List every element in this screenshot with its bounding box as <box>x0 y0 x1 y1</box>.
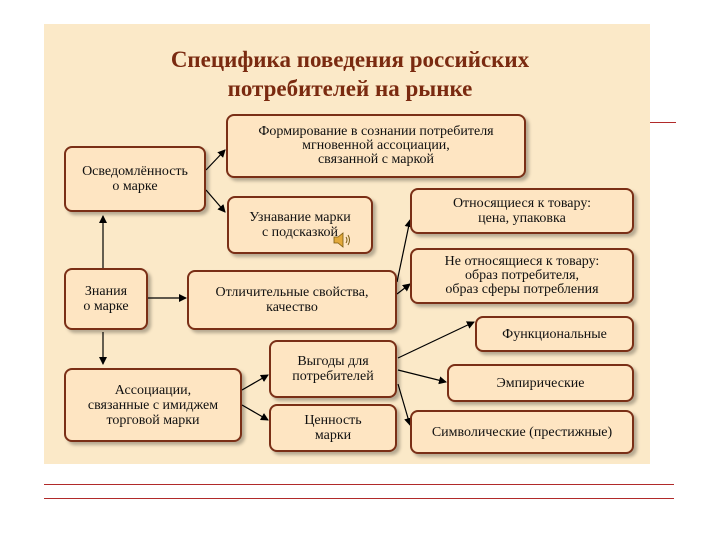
box-benefits: Выгоды для потребителей <box>269 340 397 398</box>
divider-short <box>650 122 676 123</box>
arrow-benefits-symbolic <box>397 383 412 426</box>
arrow-distinctive-nonproduct <box>396 283 411 295</box>
box-recognition: Узнавание марки с подсказкой <box>227 196 373 254</box>
slide-title: Специфика поведения российских потребите… <box>170 47 530 101</box>
box-non-product: Не относящиеся к товару: образ потребите… <box>410 248 634 304</box>
box-awareness: Осведомлённость о марке <box>64 146 206 212</box>
arrow-awareness-recognition <box>205 189 226 213</box>
arrow-distinctive-product <box>396 219 413 283</box>
arrow-associations-benefits <box>241 374 269 391</box>
box-functional: Функциональные <box>475 316 634 352</box>
box-knowledge: Знания о марке <box>64 268 148 330</box>
box-associations: Ассоциации, связанные с имиджем торговой… <box>64 368 242 442</box>
box-product-related: Относящиеся к товару: цена, упаковка <box>410 188 634 234</box>
box-value: Ценность марки <box>269 404 397 452</box>
box-symbolic: Символические (престижные) <box>410 410 634 454</box>
arrow-benefits-functional <box>397 321 475 359</box>
arrow-benefits-empirical <box>397 369 447 385</box>
divider-bottom-1 <box>44 484 674 485</box>
box-empirical: Эмпирические <box>447 364 634 402</box>
box-formation: Формирование в сознании потребителя мгно… <box>226 114 526 178</box>
box-distinctive: Отличительные свойства, качество <box>187 270 397 330</box>
arrow-associations-value <box>241 404 269 421</box>
arrow-awareness-formation <box>205 149 226 171</box>
speaker-icon[interactable] <box>333 232 353 248</box>
divider-bottom-2 <box>44 498 674 499</box>
